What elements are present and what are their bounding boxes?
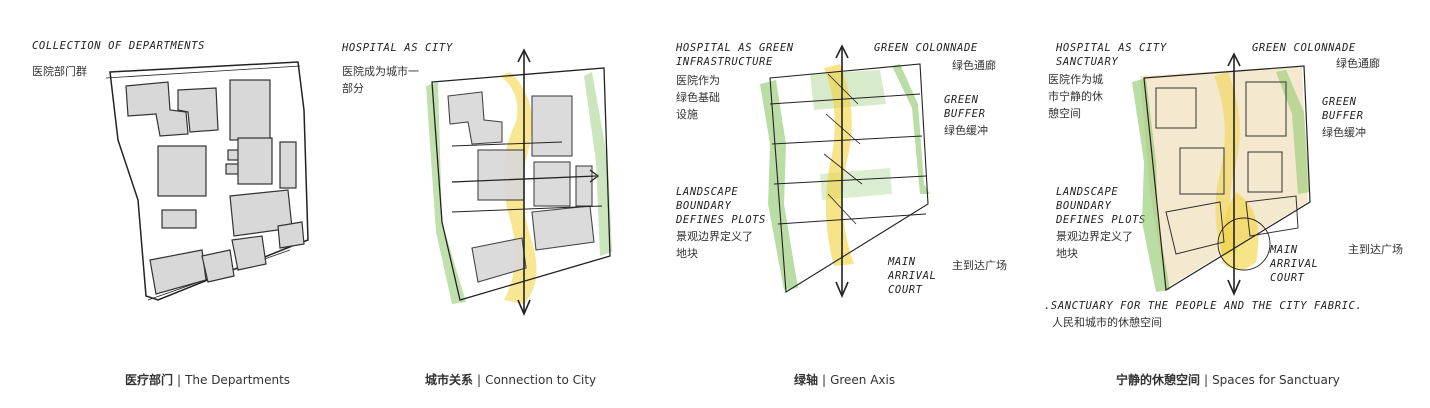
caption-english: The Departments <box>185 373 291 387</box>
landscape-note-line-1: Landscape <box>1056 186 1119 198</box>
landscape-chinese: 景观边界定义了 地块 <box>1056 230 1133 260</box>
connection-site-sketch <box>426 48 612 317</box>
handwritten-title-line-2: Sanctuary <box>1056 56 1119 68</box>
panel-spaces-for-sanctuary: Hospital as City Sanctuary 医院作为城 市宁静的休 憩… <box>1030 0 1430 408</box>
arrival-chinese: 主到达广场 <box>952 259 1007 272</box>
chinese-label: 医院部门群 <box>32 65 87 78</box>
sanctuary-site-sketch <box>1132 52 1311 297</box>
arrival-note-line-2: Arrival <box>1270 258 1319 270</box>
buffer-chinese: 绿色缓冲 <box>1322 126 1366 139</box>
chinese-label: 医院作为 绿色基础 设施 <box>676 74 720 121</box>
caption-separator: | <box>822 373 827 387</box>
sanctuary-chinese: 人民和城市的休憩空间 <box>1052 316 1162 329</box>
arrival-chinese: 主到达广场 <box>1348 243 1403 256</box>
buffer-chinese: 绿色缓冲 <box>944 124 988 137</box>
caption-separator: | <box>477 373 482 387</box>
arrival-note-line-1: Main <box>1270 244 1298 256</box>
colonnade-note: Green Colonnade <box>874 42 978 54</box>
landscape-note-line-2: Boundary <box>676 200 732 212</box>
landscape-note-line-3: Defines Plots <box>1056 214 1146 226</box>
panel-green-axis: Hospital as Green Infrastructure 医院作为 绿色… <box>670 0 1030 408</box>
panel-caption: 宁静的休憩空间|Spaces for Sanctuary <box>1116 371 1340 388</box>
caption-separator: | <box>177 373 182 387</box>
colonnade-chinese: 绿色通廊 <box>1336 57 1380 70</box>
colonnade-chinese: 绿色通廊 <box>952 59 996 72</box>
chinese-label: 医院作为城 市宁静的休 憩空间 <box>1048 73 1103 120</box>
buffer-note-line-1: Green <box>944 94 979 106</box>
panel-caption: 城市关系|Connection to City <box>425 371 596 388</box>
caption-english: Green Axis <box>830 373 896 387</box>
buffer-note-line-2: Buffer <box>1322 110 1364 122</box>
landscape-note-line-1: Landscape <box>676 186 739 198</box>
buffer-note-line-2: Buffer <box>944 108 986 120</box>
caption-chinese: 宁静的休憩空间 <box>1116 373 1201 387</box>
sanctuary-note: .Sanctuary for the people and the city f… <box>1044 300 1363 312</box>
colonnade-note: Green Colonnade <box>1252 42 1356 54</box>
panel-caption: 绿轴|Green Axis <box>794 371 895 388</box>
departments-site-sketch <box>105 61 309 301</box>
arrival-note-line-2: Arrival <box>888 270 937 282</box>
handwritten-title-line-1: Hospital as Green <box>676 42 794 54</box>
caption-chinese: 城市关系 <box>425 373 474 387</box>
buffer-note-line-1: Green <box>1322 96 1357 108</box>
caption-separator: | <box>1204 373 1209 387</box>
handwritten-title-line-2: Infrastructure <box>676 56 773 68</box>
handwritten-title: Hospital as City <box>342 42 453 54</box>
landscape-note-line-3: Defines Plots <box>676 214 766 226</box>
panel-connection-to-city: Hospital as City 医院成为城市一 部分 城市关系|Connect… <box>340 0 670 408</box>
caption-english: Spaces for Sanctuary <box>1212 373 1340 387</box>
caption-chinese: 医疗部门 <box>125 373 174 387</box>
caption-chinese: 绿轴 <box>794 373 819 387</box>
landscape-note-line-2: Boundary <box>1056 200 1112 212</box>
green-axis-sketch <box>760 44 930 299</box>
arrival-note-line-3: Court <box>1270 272 1305 284</box>
arrival-note-line-3: Court <box>888 284 923 296</box>
caption-english: Connection to City <box>485 373 597 387</box>
panel-departments: Collection of Departments 医院部门群 医疗部门|The… <box>0 0 340 408</box>
arrival-note-line-1: Main <box>888 256 916 268</box>
handwritten-title-line-1: Hospital as City <box>1056 42 1167 54</box>
handwritten-title: Collection of Departments <box>32 40 206 52</box>
landscape-chinese: 景观边界定义了 地块 <box>676 230 753 260</box>
panel-caption: 医疗部门|The Departments <box>125 371 290 388</box>
chinese-label: 医院成为城市一 部分 <box>342 65 419 95</box>
